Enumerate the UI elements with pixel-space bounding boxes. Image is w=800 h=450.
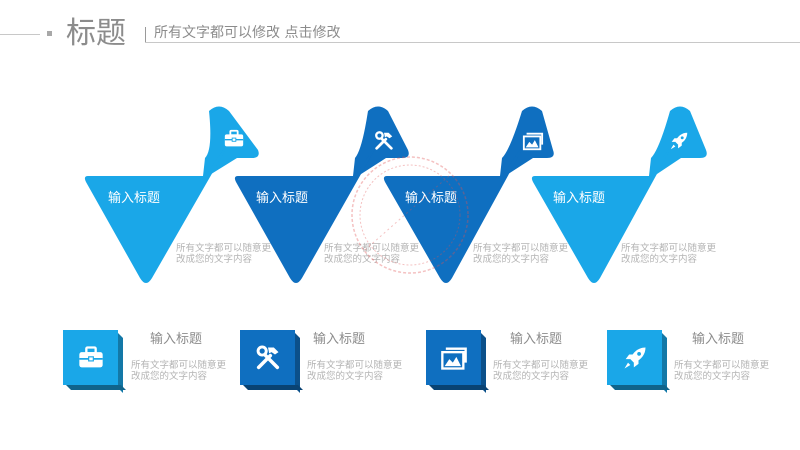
watermark-seal	[351, 156, 469, 274]
tools-icon	[255, 344, 280, 369]
box-item-3-desc[interactable]: 所有文字都可以随意更改成您的文字内容	[493, 360, 589, 382]
rocket-icon	[624, 347, 645, 368]
page-subtitle[interactable]: 所有文字都可以修改 点击修改	[154, 25, 341, 41]
box-side	[481, 333, 486, 393]
box-side	[118, 333, 123, 393]
box-item-1[interactable]	[63, 330, 126, 393]
box-front	[240, 330, 295, 385]
triangle-card-2-title[interactable]: 输入标题	[256, 191, 309, 206]
box-item-2-desc[interactable]: 所有文字都可以随意更改成您的文字内容	[307, 360, 403, 382]
box-bottom	[610, 385, 670, 390]
box-front	[63, 330, 118, 385]
triangle-card-1-desc[interactable]: 所有文字都可以随意更改成您的文字内容	[176, 243, 272, 265]
box-item-2[interactable]	[240, 330, 303, 393]
box-item-3[interactable]	[426, 330, 489, 393]
page-title[interactable]: 标题	[66, 16, 126, 51]
triangle-card-3[interactable]	[383, 106, 554, 284]
box-item-2-title[interactable]: 输入标题	[313, 332, 366, 347]
picture-icon	[440, 346, 467, 370]
box-item-1-desc[interactable]: 所有文字都可以随意更改成您的文字内容	[131, 360, 227, 382]
triangle-card-1[interactable]	[84, 106, 259, 284]
triangle-card-4-desc[interactable]: 所有文字都可以随意更改成您的文字内容	[621, 243, 717, 265]
header-line-right	[145, 42, 800, 43]
box-item-4[interactable]	[607, 330, 670, 393]
box-side	[295, 333, 300, 393]
triangle-card-3-title[interactable]: 输入标题	[405, 191, 458, 206]
briefcase-icon	[77, 345, 104, 369]
triangle-card-1-title[interactable]: 输入标题	[108, 191, 161, 206]
triangle-card-3-desc[interactable]: 所有文字都可以随意更改成您的文字内容	[473, 243, 569, 265]
header-bullet	[47, 31, 52, 36]
box-item-3-title[interactable]: 输入标题	[510, 332, 563, 347]
box-bottom	[66, 385, 126, 390]
box-item-4-title[interactable]: 输入标题	[692, 332, 745, 347]
box-item-4-desc[interactable]: 所有文字都可以随意更改成您的文字内容	[674, 360, 770, 382]
box-bottom	[243, 385, 303, 390]
triangle-card-2-desc[interactable]: 所有文字都可以随意更改成您的文字内容	[324, 243, 420, 265]
triangle-card-2[interactable]	[234, 106, 409, 284]
box-item-1-title[interactable]: 输入标题	[150, 332, 203, 347]
box-front	[426, 330, 481, 385]
box-side	[662, 333, 667, 393]
triangle-card-4[interactable]	[531, 106, 707, 284]
triangle-card-4-title[interactable]: 输入标题	[553, 191, 606, 206]
header-line-left	[0, 34, 40, 35]
title-divider	[145, 27, 146, 42]
box-bottom	[429, 385, 489, 390]
box-front	[607, 330, 662, 385]
